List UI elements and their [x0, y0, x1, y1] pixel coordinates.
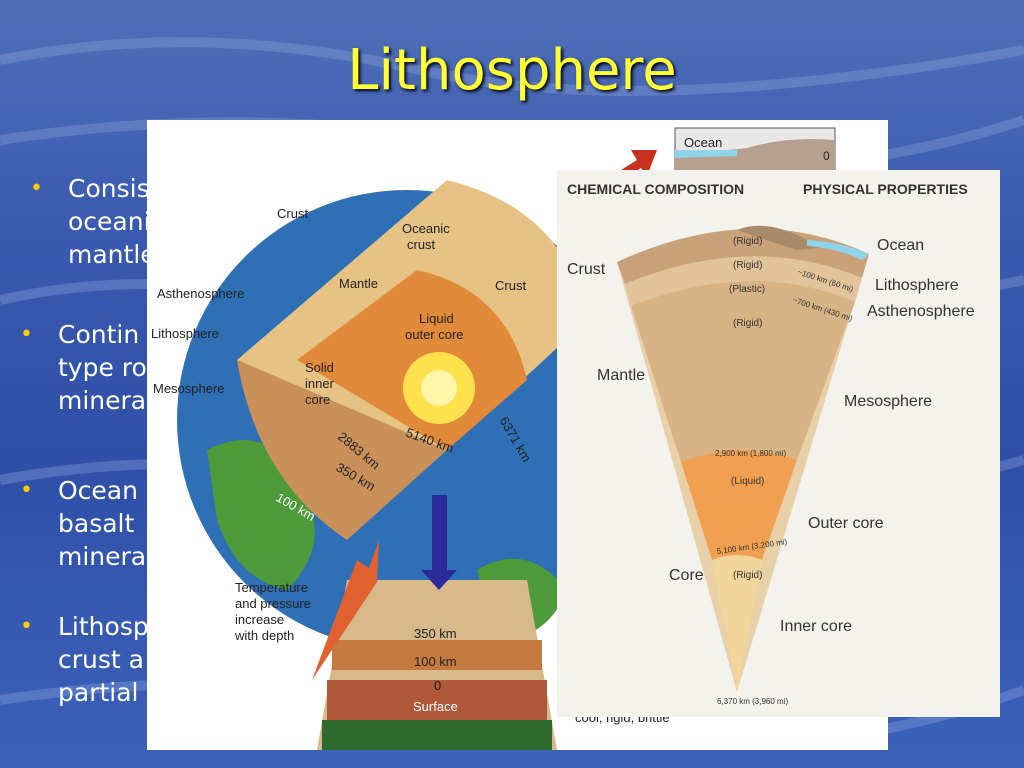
label-mantle: Mantle [597, 367, 645, 384]
layers-wedge-diagram: CHEMICAL COMPOSITION PHYSICAL PROPERTIES… [567, 181, 975, 706]
label-mesosphere: Mesosphere [844, 393, 932, 410]
label-mantle: Mantle [339, 276, 378, 291]
depth-6370: 6,370 km (3,960 mi) [717, 697, 788, 706]
bullet-3: • Ocean basalt minera [20, 474, 146, 573]
bullet-1: • Consis oceani mantle [30, 172, 156, 271]
label-solid-3: core [305, 392, 330, 407]
label-oceanic-1: Oceanic [402, 221, 450, 236]
header-chemical: CHEMICAL COMPOSITION [567, 181, 744, 197]
label-solid-1: Solid [305, 360, 334, 375]
label-temp-2: and pressure [235, 596, 311, 611]
label-liquid-2: outer core [405, 327, 464, 342]
bullet-2-line-3: minera [58, 386, 147, 415]
label-crust-right: Crust [495, 278, 526, 293]
label-outer-core: Outer core [808, 515, 884, 532]
bullet-2: • Contin type ro minera [20, 318, 147, 417]
label-temp-4: with depth [234, 628, 294, 643]
depth-2900: 2,900 km (1,800 mi) [715, 449, 786, 458]
outer-core-layer [681, 450, 797, 560]
label-ocean: Ocean [877, 237, 924, 254]
state-liquid: (Liquid) [731, 476, 764, 487]
bullet-3-line-3: minera [58, 542, 147, 571]
bullet-4-line-3: partial [58, 678, 139, 707]
bullet-1-line-2: oceani [68, 207, 151, 236]
state-rigid-4: (Rigid) [733, 570, 762, 581]
label-solid-2: inner [305, 376, 335, 391]
slide-title: Lithosphere [347, 38, 677, 103]
layers-wedge-image: CHEMICAL COMPOSITION PHYSICAL PROPERTIES… [557, 170, 1000, 717]
temperature-arrow [312, 540, 379, 680]
label-temp-1: Temperature [235, 580, 308, 595]
header-physical: PHYSICAL PROPERTIES [803, 181, 968, 197]
bullet-4-line-1: Lithosp [58, 612, 149, 641]
bullet-4: • Lithosp crust a partial [20, 610, 149, 709]
bullet-1-line-1: Consis [68, 174, 150, 203]
bullet-2-line-1: Contin [58, 320, 140, 349]
label-asthenosphere: Asthenosphere [867, 303, 975, 320]
label-surface: Surface [413, 699, 458, 714]
state-rigid-1: (Rigid) [733, 236, 762, 247]
state-rigid-2: (Rigid) [733, 260, 762, 271]
label-liquid-1: Liquid [419, 311, 454, 326]
label-core: Core [669, 567, 704, 584]
label-asthenosphere: Asthenosphere [157, 286, 244, 301]
bullet-2-line-2: type ro [58, 353, 147, 382]
label-lithosphere: Lithosphere [151, 326, 219, 341]
label-oceanic-2: crust [407, 237, 436, 252]
mantle-layer [631, 280, 855, 462]
state-plastic: (Plastic) [729, 284, 765, 295]
label-inset-zero: 0 [823, 149, 830, 163]
label-temp-3: increase [235, 612, 284, 627]
label-col-350: 350 km [414, 626, 457, 641]
bullet-dot: • [20, 322, 33, 347]
bullet-dot: • [20, 478, 33, 503]
label-lithosphere: Lithosphere [875, 277, 959, 294]
bullet-4-line-2: crust a [58, 645, 144, 674]
bullet-3-line-2: basalt [58, 509, 135, 538]
up-arrow [421, 495, 457, 590]
label-crust: Crust [567, 261, 606, 278]
bullet-dot: • [20, 614, 33, 639]
label-inner-core: Inner core [780, 618, 852, 635]
bullet-3-line-1: Ocean [58, 476, 138, 505]
inner-core-layer [712, 555, 762, 692]
label-col-100: 100 km [414, 654, 457, 669]
label-ocean-inset: Ocean [684, 135, 722, 150]
label-mesosphere: Mesosphere [153, 381, 225, 396]
label-crust: Crust [277, 206, 308, 221]
bullet-1-line-3: mantle [68, 240, 156, 269]
label-col-0: 0 [434, 678, 441, 693]
earth-cutaway-diagram: Crust Oceanic crust Mantle Crust Astheno… [151, 127, 836, 750]
bullet-dot: • [30, 176, 43, 201]
state-rigid-3: (Rigid) [733, 318, 762, 329]
